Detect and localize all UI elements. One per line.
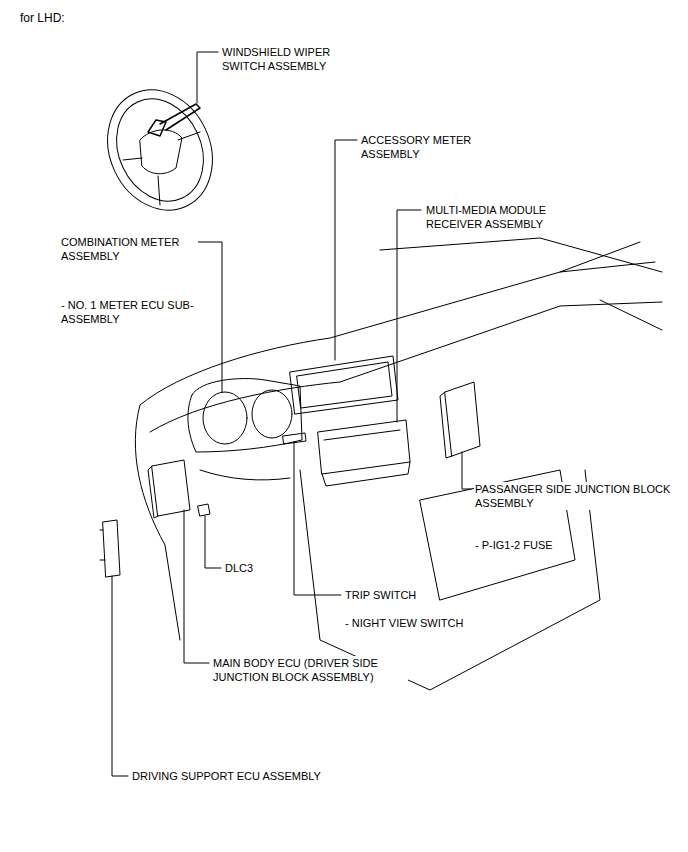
part-label: COMBINATION METER ASSEMBLY <box>60 235 198 263</box>
dlc3-connector <box>198 504 210 516</box>
main-body-ecu <box>148 460 190 518</box>
wheel-hub <box>140 130 182 174</box>
part-label: - NO. 1 METER ECU SUB-ASSEMBLY <box>60 298 214 326</box>
windshield-line <box>380 238 662 272</box>
driving-support-ecu <box>100 520 120 577</box>
wiper-switch-lever <box>160 104 200 130</box>
dash-lower-curve <box>200 470 290 480</box>
part-label: - NIGHT VIEW SWITCH <box>344 616 464 630</box>
meter-dial <box>252 390 292 438</box>
meter-dial <box>203 392 247 444</box>
part-label: DLC3 <box>224 561 254 575</box>
leader-line <box>462 452 471 489</box>
leader-line <box>397 210 421 422</box>
leader-line <box>294 442 341 595</box>
wheel-spokes <box>123 132 200 205</box>
multimedia-receiver <box>318 420 410 486</box>
leader-line <box>112 576 128 776</box>
meter-housing <box>188 379 302 452</box>
part-label: WINDSHIELD WIPER SWITCH ASSEMBLY <box>221 45 345 73</box>
part-label: MULTI-MEDIA MODULE RECEIVER ASSEMBLY <box>425 203 569 231</box>
accessory-meter <box>290 356 398 414</box>
part-label: TRIP SWITCH <box>344 588 417 602</box>
leader-line <box>205 516 221 568</box>
part-label: ACCESSORY METER ASSEMBLY <box>360 133 474 161</box>
steering-wheel <box>88 73 231 228</box>
part-label: DRIVING SUPPORT ECU ASSEMBLY <box>131 769 322 783</box>
wheel-rim-inner <box>100 85 219 216</box>
part-label: - P-IG1-2 FUSE <box>474 538 554 552</box>
passenger-junction-block <box>440 382 480 458</box>
part-label: MAIN BODY ECU (DRIVER SIDE JUNCTION BLOC… <box>212 656 408 684</box>
dash-face-line <box>150 302 662 432</box>
a-pillar-line <box>560 242 662 330</box>
leader-line <box>184 510 209 663</box>
part-label: PASSANGER SIDE JUNCTION BLOCK ASSEMBLY <box>474 482 684 510</box>
dashboard <box>135 238 662 690</box>
page-title: for LHD: <box>19 11 66 25</box>
dash-left-side <box>135 405 180 640</box>
leader-line <box>197 52 218 103</box>
combination-meter <box>188 379 302 452</box>
leader-line <box>335 140 357 360</box>
wheel-rim <box>88 73 231 228</box>
